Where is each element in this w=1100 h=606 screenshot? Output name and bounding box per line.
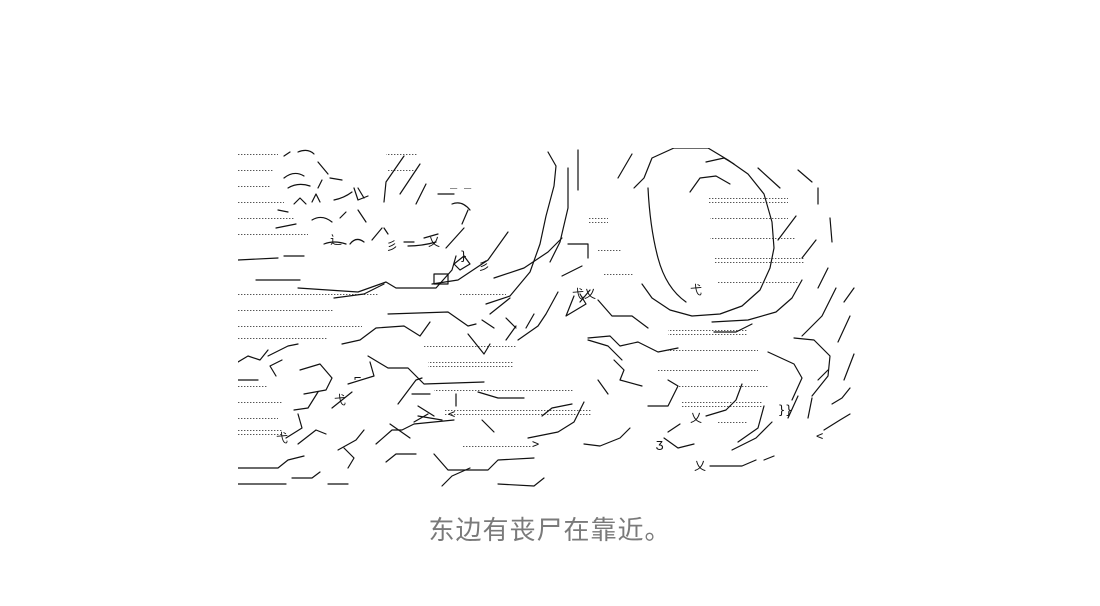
svg-text:乂: 乂 [690,411,702,425]
svg-text:弋乂: 弋乂 [572,287,596,301]
svg-text:}: } [460,249,467,263]
svg-text:>: > [532,437,539,451]
svg-text:弋: 弋 [690,283,702,297]
svg-text:_: _ [450,175,458,189]
svg-text:Ӡ: Ӡ [656,439,664,453]
svg-text:<: < [816,429,823,443]
svg-text:弋: 弋 [276,431,288,445]
zombie-art-icon: _ _ 乂 辶 彡 彡 弋乂 弋 弋 弋 乂 Ӡ 乂 } }} < < > ⌐ [238,148,855,487]
svg-text:乂: 乂 [694,459,706,473]
svg-text:}}: }} [778,403,792,417]
ascii-art-illustration: _ _ 乂 辶 彡 彡 弋乂 弋 弋 弋 乂 Ӡ 乂 } }} < < > ⌐ [238,148,862,492]
svg-text:⌐: ⌐ [354,371,361,385]
svg-text:乂: 乂 [428,235,440,249]
svg-text:彡: 彡 [478,259,490,273]
svg-text:彡: 彡 [386,239,398,253]
caption-text: 东边有丧尸在靠近。 [428,516,672,546]
svg-text:<: < [448,407,455,421]
svg-text:辶: 辶 [330,233,342,247]
svg-text:_: _ [464,175,472,189]
svg-text:弋: 弋 [334,393,346,407]
